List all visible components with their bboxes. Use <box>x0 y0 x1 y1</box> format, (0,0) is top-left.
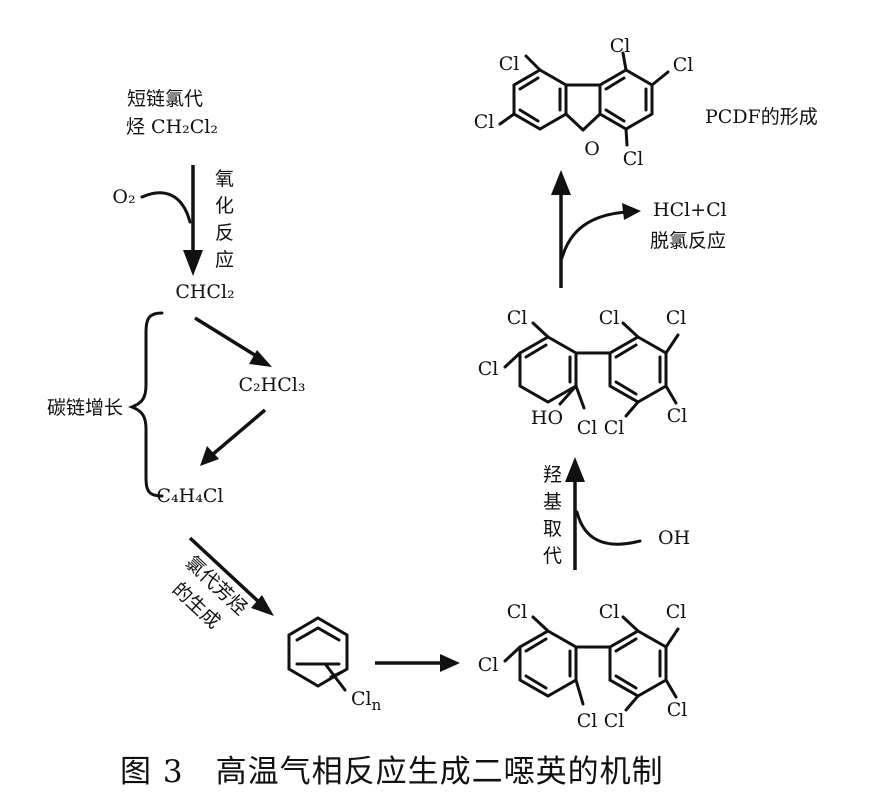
pcdf-cl-5: Cl <box>623 148 644 170</box>
hydroxyl-arrowhead <box>565 457 585 482</box>
pcb-cl-2: Cl <box>478 654 499 676</box>
pcdf-formation-label: PCDF的形成 <box>705 106 818 128</box>
cln-cl: Cl <box>351 688 372 710</box>
hydroxylated-intermediate <box>503 321 680 418</box>
pcb-cl-6: Cl <box>604 710 625 732</box>
pcdf-cl-1: Cl <box>499 53 520 75</box>
oh-label: OH <box>658 527 690 549</box>
o2-curved-arrow <box>140 191 192 224</box>
hydroxyl-char-3: 取 <box>543 518 562 540</box>
pcb-cl-3: Cl <box>577 710 598 732</box>
hydroxyl-char-4: 代 <box>543 545 562 567</box>
pcb-structure <box>503 615 680 712</box>
int-cl-1: Cl <box>507 307 528 329</box>
arrow-to-c4h4cl-head <box>200 446 219 466</box>
pcdf-structure <box>498 51 670 147</box>
int-ho: HO <box>531 407 563 429</box>
start-label-line1: 短链氯代 <box>127 88 203 110</box>
oxidation-char-2: 化 <box>215 195 234 217</box>
hydroxyl-char-1: 羟 <box>543 464 562 486</box>
pcb-cl-7: Cl <box>667 699 688 721</box>
chlorobenzene-ring <box>287 616 349 692</box>
int-cl-2: Cl <box>478 358 499 380</box>
int-cl-5: Cl <box>666 307 687 329</box>
arrow-to-c2hcl3-head <box>249 350 272 367</box>
chain-growth-label: 碳链增长 <box>47 397 123 419</box>
int-cl-7: Cl <box>667 405 688 427</box>
c2hcl3-label: C₂HCl₃ <box>239 374 306 396</box>
cln-label: Cln <box>351 688 382 714</box>
dechlorination-label: 脱氯反应 <box>650 230 726 252</box>
pcb-cl-5: Cl <box>666 601 687 623</box>
c4h4cl-label: C₄H₄Cl <box>157 485 224 507</box>
chcl2-label: CHCl₂ <box>175 281 234 303</box>
pcdf-cl-3: Cl <box>610 35 631 57</box>
start-label-line2: 烃 CH₂Cl₂ <box>126 116 218 138</box>
hcl-curved-arrowhead <box>622 203 641 220</box>
oxidation-char-1: 氧 <box>215 168 234 190</box>
cln-subscript: n <box>372 696 382 714</box>
arrow-to-pcb-head <box>440 654 460 672</box>
int-cl-6: Cl <box>604 417 625 439</box>
arrow-to-aromatic-head <box>251 595 274 616</box>
hydroxyl-char-2: 基 <box>543 491 562 513</box>
figure-caption: 图 3 高温气相反应生成二噁英的机制 <box>120 754 664 790</box>
arrow-to-aromatic <box>188 536 262 605</box>
oxidation-char-3: 反 <box>215 222 234 244</box>
pcdf-cl-2: Cl <box>474 111 495 133</box>
int-cl-4: Cl <box>599 307 620 329</box>
arrow-to-c4h4cl <box>210 408 267 457</box>
pcdf-o: O <box>584 138 600 160</box>
o2-label: O₂ <box>112 186 135 208</box>
pcdf-cl-4: Cl <box>673 54 694 76</box>
pcb-cl-4: Cl <box>599 601 620 623</box>
dechlorination-products: HCl+Cl <box>653 199 727 221</box>
arrow-to-c2hcl3 <box>194 316 259 359</box>
oh-curved-arrow <box>575 510 642 546</box>
oxidation-arrowhead <box>183 250 203 276</box>
chain-growth-brace <box>127 311 164 498</box>
pcb-cl-1: Cl <box>507 601 528 623</box>
int-cl-3: Cl <box>577 417 598 439</box>
hcl-curved-arrow <box>560 210 628 260</box>
oxidation-char-4: 应 <box>215 249 234 271</box>
dechlorination-arrowhead <box>551 170 571 195</box>
